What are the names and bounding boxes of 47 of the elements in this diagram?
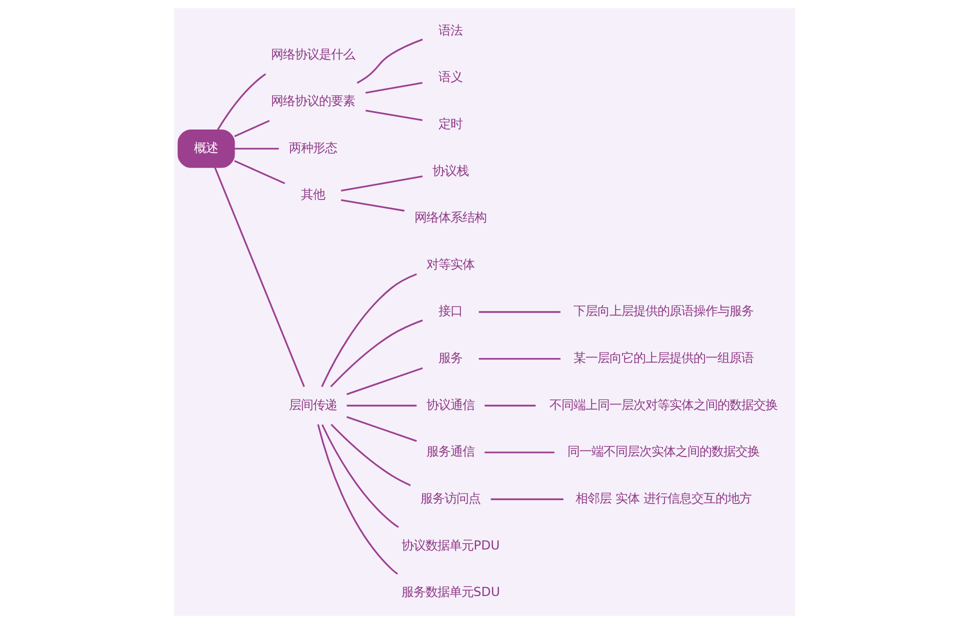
connector — [320, 273, 416, 388]
connector — [490, 498, 563, 500]
node-text: 定时 — [438, 116, 462, 131]
connector — [340, 199, 404, 212]
connector — [234, 120, 270, 138]
node-text: 对等实体 — [426, 256, 474, 272]
node-text: 网络协议是什么 — [270, 46, 354, 62]
node-text: 服务数据单元SDU — [400, 584, 500, 600]
connector — [364, 110, 422, 121]
node-text: 层间传递 — [288, 396, 336, 412]
node-text: 相邻层 实体 进行信息交互的地方 — [574, 490, 751, 506]
node-text: 语义 — [438, 69, 462, 84]
node-text: 语法 — [438, 22, 462, 38]
connector — [484, 404, 536, 406]
connector — [330, 424, 410, 486]
connector — [364, 82, 422, 94]
node-text: 网络体系结构 — [414, 210, 486, 225]
connector — [346, 416, 416, 442]
node-text: 同一端不同层次实体之间的数据交换 — [566, 444, 759, 459]
node-text: 不同端上同一层次对等实体之间的数据交换 — [548, 396, 777, 412]
connector — [234, 160, 285, 184]
connector — [330, 320, 422, 388]
node-text: 服务 — [438, 350, 462, 366]
connector — [478, 311, 560, 313]
node-text: 下层向上层提供的原语操作与服务 — [572, 303, 753, 318]
connector — [216, 73, 266, 130]
connector — [316, 424, 398, 575]
connector — [234, 148, 278, 150]
node-text: 协议栈 — [432, 162, 468, 178]
node-text: 接口 — [438, 303, 462, 318]
node-text: 其他 — [300, 186, 324, 202]
node-text: 网络协议的要素 — [270, 93, 354, 108]
node-text: 协议数据单元PDU — [401, 537, 500, 552]
node-text: 两种形态 — [288, 140, 336, 155]
node-text: 某一层向它的上层提供的一组原语 — [572, 350, 753, 366]
connector — [214, 167, 304, 387]
connector — [356, 38, 422, 84]
connector — [484, 452, 554, 454]
connector — [346, 404, 416, 406]
node-text: 服务通信 — [426, 444, 474, 459]
node-text: 协议通信 — [426, 396, 474, 412]
node-box: 概述 — [177, 129, 234, 168]
node-text: 服务访问点 — [420, 490, 480, 506]
connector — [340, 176, 422, 192]
connector — [478, 358, 560, 360]
connector — [346, 367, 422, 396]
connector — [320, 424, 398, 528]
